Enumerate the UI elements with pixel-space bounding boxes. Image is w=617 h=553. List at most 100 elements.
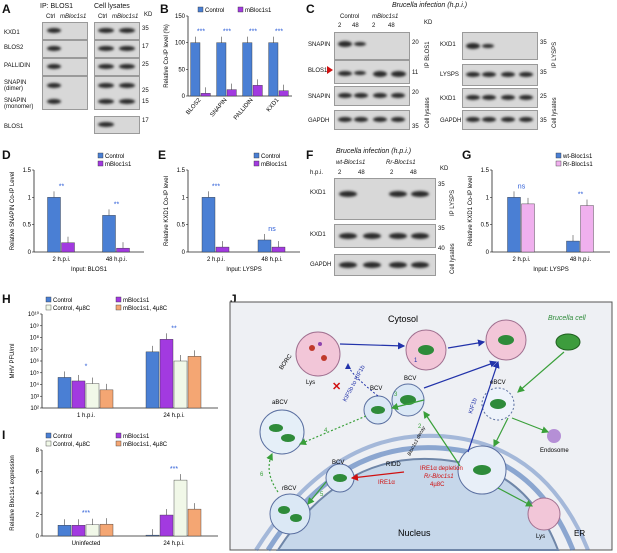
significance-label: *** [197,29,205,36]
y-tick-label: 0 [182,94,186,100]
western-blot [94,22,140,40]
bar [159,514,174,537]
legend-label: mBloc1s1 [245,8,272,14]
bar [242,42,253,97]
kd-marker: 20 [412,40,419,46]
step-number: 3 [394,392,398,398]
row-label: SNAPIN (monomer) [4,98,34,110]
time-label: 48 [352,23,359,29]
row-label: BLOS1 [308,68,328,74]
diagram-label: BCV [404,376,416,382]
lane-ctrl: Ctrl [98,14,108,20]
kd-marker: 11 [412,70,419,76]
y-tick-label: 1.5 [177,168,186,174]
y-tick-label: 0 [486,250,490,256]
x-tick-label: 48 h.p.i. [106,257,128,263]
bcv [363,395,393,425]
time-label: 2 [390,170,394,176]
kd-marker: 25 [540,94,547,100]
legend-label: Control [53,434,72,440]
y-tick-label: 0.5 [177,223,186,229]
x-tick-label: PALLIDIN [233,97,254,121]
row-label: GAPDH [308,118,330,124]
y-axis-label: Relative Bloc1s1 expression [10,455,16,530]
y-tick-label: 4 [36,491,40,497]
western-blot [334,32,410,60]
block-icon: ✕ [332,381,341,393]
western-blot [94,58,140,76]
abcv [259,409,305,455]
legend-swatch [253,152,260,159]
legend-label: Control, 4µ8C [53,442,91,448]
legend-swatch [115,296,122,303]
bar [145,351,160,409]
y-tick-label: 50 [178,67,185,73]
panel-title: Brucella infection (h.p.i.) [392,2,468,9]
x-tick-label: 48 h.p.i. [570,257,592,263]
western-blot [334,254,436,276]
western-blot [462,64,538,86]
kd-marker: 35 [540,118,547,124]
bar [566,240,580,253]
row-label: SNAPIN (dimer) [4,80,27,92]
y-tick-label: 1 [182,195,186,201]
western-blot [94,116,140,134]
diagram-label: IRE1α [378,480,395,486]
kd-marker: 17 [142,44,149,50]
bar [85,383,100,409]
lysosome [527,497,561,531]
legend-swatch [97,152,104,159]
y-tick-label: 1.5 [481,168,490,174]
kd-marker: 20 [412,90,419,96]
panel-label: H [2,292,11,306]
panel-label: I [2,428,6,442]
legend-label: wt-Bloc1s1 [562,154,593,160]
diagram-label: Endosome [540,448,569,454]
western-blot [334,224,436,248]
kd-marker: 35 [438,226,445,232]
y-tick-label: 0 [28,250,32,256]
y-tick-label: 8 [36,448,40,454]
western-blot [334,110,410,130]
ip-side-label: IP LYSPS [450,189,456,216]
diagram-label: Lys [306,380,315,386]
diagram-label: Lys [536,534,545,540]
kd-marker: 35 [438,182,445,188]
y-tick-label: 10⁴ [30,382,40,389]
er-membrane [254,433,590,552]
bar [252,85,263,97]
western-blot [334,178,436,220]
step-number: 4 [324,428,328,434]
diagram-label: IRE1α depletion [420,466,463,472]
bar [71,525,86,537]
time-label: 48 [410,170,417,176]
legend-swatch [115,440,122,447]
time-label: 48 [388,23,395,29]
legend-label: mBloc1s1 [123,298,150,304]
kd-marker: 35 [540,70,547,76]
western-blot [94,76,140,110]
time-label: 2 [372,23,376,29]
time-label: 2 [338,170,342,176]
bar [116,247,130,253]
y-tick-label: 10⁸ [30,335,40,342]
x-tick-label: 2 h.p.i. [52,257,70,263]
legend-label: Control [205,8,224,14]
ip-side-label: IP BLOS1 [425,41,431,68]
lane-mbloc: mBloc1s1 [112,14,139,20]
kd-marker: 35 [540,40,547,46]
step-number: 1 [414,358,418,364]
bar [145,534,160,537]
x-axis-label: Input: LYSPS [226,267,262,273]
ip-header: IP: BLOS1 [40,3,74,10]
legend-swatch [555,152,562,159]
legend-swatch [197,6,204,13]
x-tick-label: BLOS2 [185,97,202,116]
diagram-label: Brucella cell [548,315,586,322]
y-tick-label: 1 [28,195,32,201]
bcv [325,463,355,493]
significance-label: *** [275,29,283,36]
legend-swatch [115,432,122,439]
